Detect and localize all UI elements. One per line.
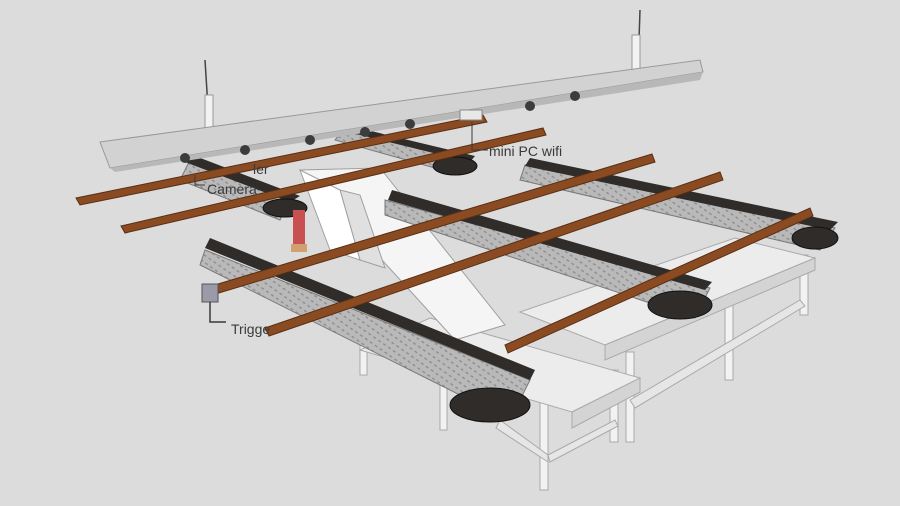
conveyor-front xyxy=(199,238,535,423)
ler-label: ler xyxy=(253,161,269,177)
camera-label: Camera xyxy=(207,181,257,197)
mini-pc-box xyxy=(459,109,483,121)
overhead-light-rail xyxy=(99,9,704,172)
camera-laser xyxy=(291,210,307,252)
mini-pc-label: mini PC wifi xyxy=(489,143,562,159)
trigger-sensor xyxy=(201,283,226,323)
trigger-label: Trigge xyxy=(231,321,270,337)
wood-planks xyxy=(75,114,814,354)
